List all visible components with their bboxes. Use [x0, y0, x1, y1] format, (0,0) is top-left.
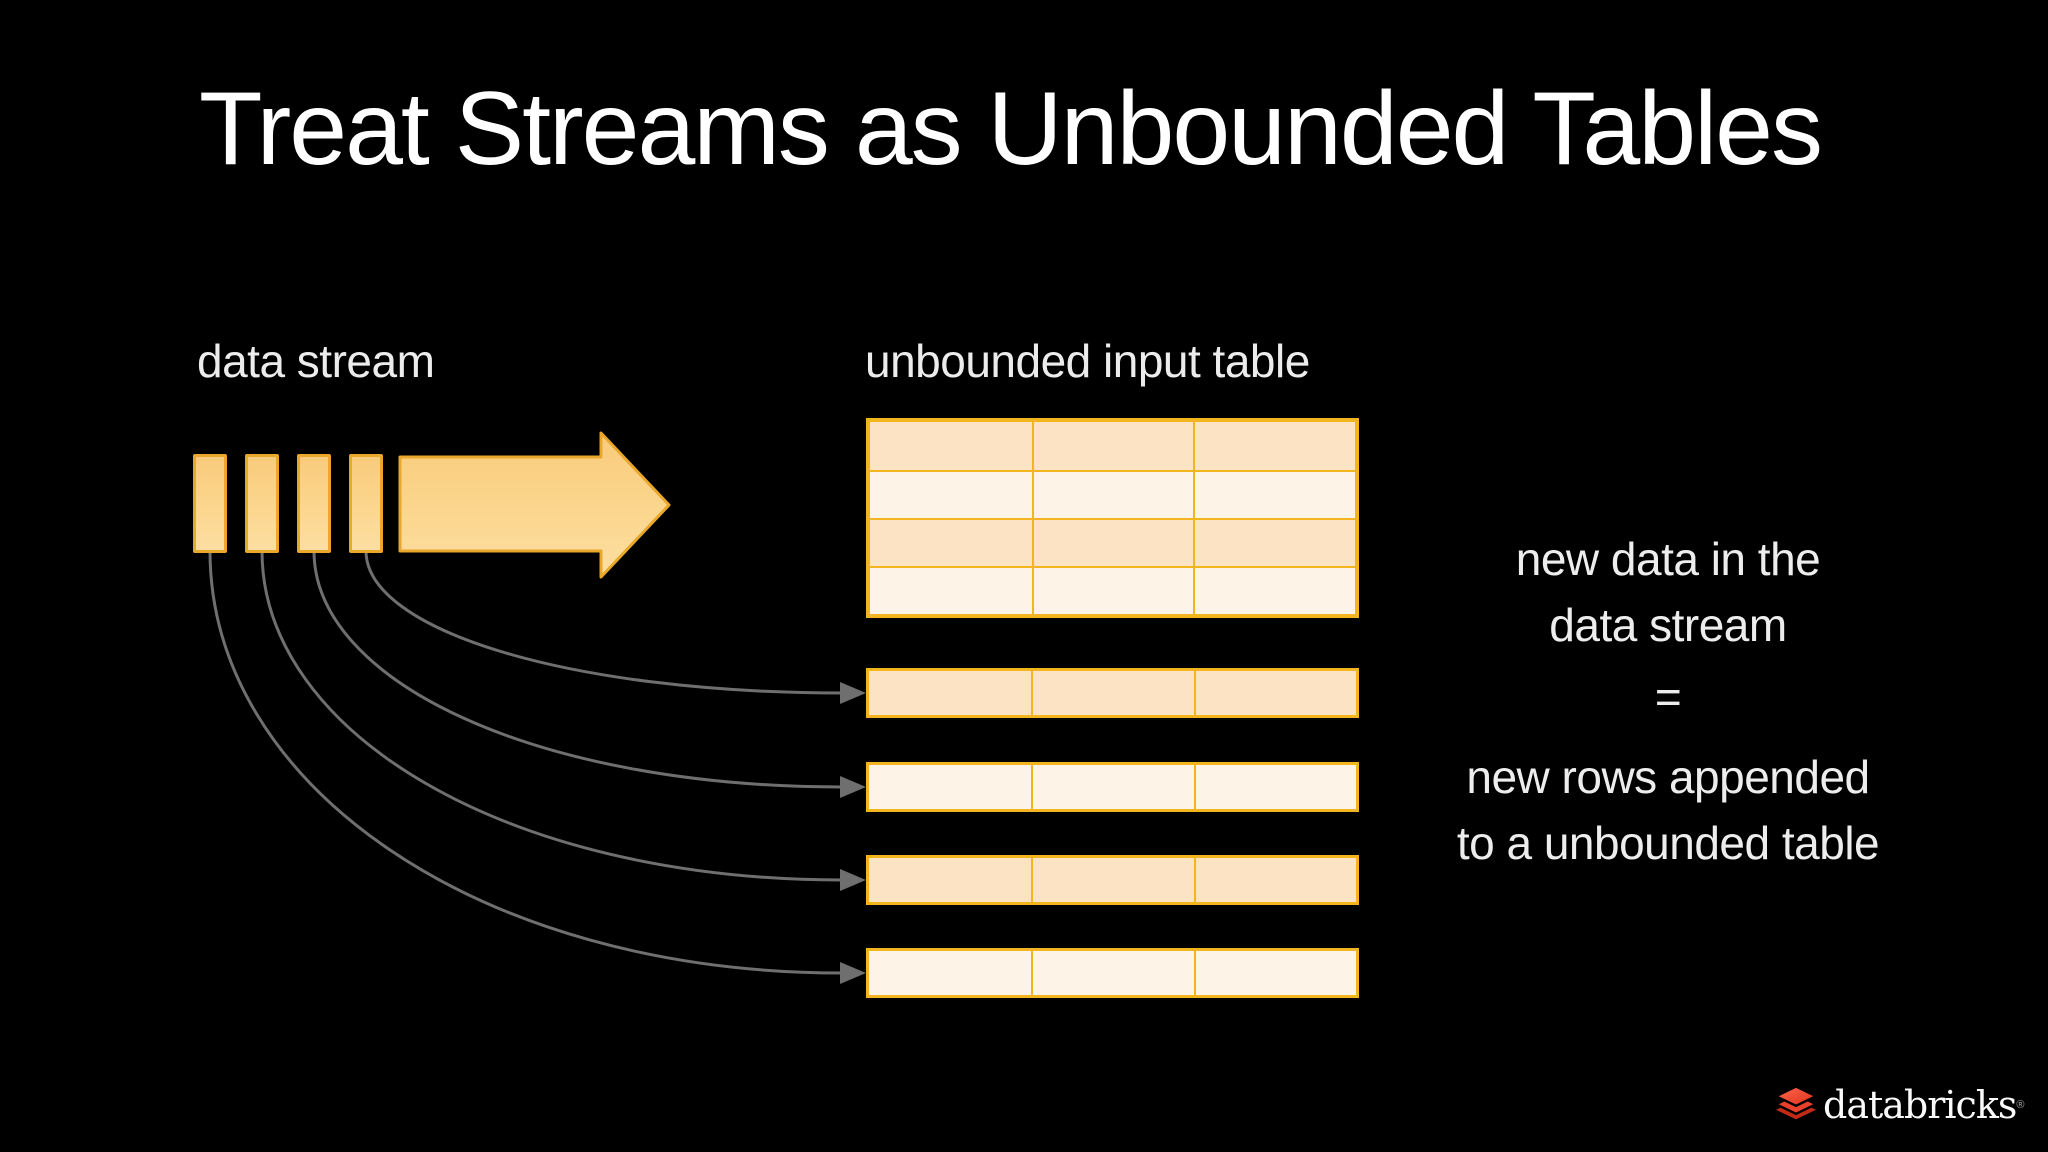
table-cell [870, 472, 1032, 518]
table-cell [1193, 951, 1356, 995]
appended-row [866, 855, 1359, 905]
appended-row [866, 762, 1359, 812]
table-cell [869, 765, 1032, 809]
table-cell [1031, 765, 1194, 809]
table-cell [1031, 951, 1194, 995]
table-row [870, 422, 1355, 470]
table-cell [869, 858, 1032, 902]
input-table [866, 418, 1359, 618]
table-cell [1031, 671, 1194, 715]
table-row [870, 566, 1355, 614]
connector-arrowhead [840, 869, 866, 891]
table-cell [1193, 765, 1356, 809]
databricks-logo: databricks® [1776, 1084, 2024, 1126]
annotation-line: to a unbounded table [1456, 817, 1880, 869]
table-cell [870, 422, 1032, 470]
connector-arrowhead [840, 776, 866, 798]
appended-row [866, 948, 1359, 998]
table-cell [1193, 671, 1356, 715]
stream-block [349, 454, 383, 553]
table-cell [1193, 472, 1355, 518]
data-stream-label: data stream [197, 335, 435, 387]
stream-block [297, 454, 331, 553]
table-cell [1193, 858, 1356, 902]
table-cell [1193, 422, 1355, 470]
annotation-line: new data in the [1515, 533, 1821, 585]
trademark-symbol: ® [2016, 1099, 2025, 1111]
table-row [870, 518, 1355, 566]
table-cell [1031, 422, 1194, 470]
connector-arrowhead [840, 682, 866, 704]
connector-lines [208, 550, 843, 975]
equals-sign: = [1654, 671, 1682, 723]
table-cell [870, 568, 1032, 614]
slide-title: Treat Streams as Unbounded Tables [198, 71, 1823, 187]
annotation-line: new rows appended [1466, 751, 1870, 803]
table-cell [1031, 472, 1194, 518]
table-cell [870, 520, 1032, 566]
connector-line [364, 550, 843, 695]
appended-row [866, 668, 1359, 718]
table-cell [869, 671, 1032, 715]
stream-arrow [398, 431, 671, 579]
table-cell [1193, 520, 1355, 566]
databricks-wordmark: databricks [1823, 1083, 2017, 1127]
table-cell [1031, 568, 1194, 614]
stream-block [245, 454, 279, 553]
annotation-line: data stream [1549, 599, 1787, 651]
table-cell [1193, 568, 1355, 614]
databricks-bricks-icon [1776, 1086, 1816, 1120]
table-cell [1031, 520, 1194, 566]
connector-line [260, 550, 843, 882]
connector-line [208, 550, 843, 975]
table-cell [869, 951, 1032, 995]
connector-arrowhead [840, 962, 866, 984]
annotation-block: new data in the data stream = new rows a… [1408, 526, 1928, 876]
unbounded-input-table-label: unbounded input table [865, 335, 1310, 387]
connector-line [312, 550, 843, 789]
table-row [870, 470, 1355, 518]
stream-block [193, 454, 227, 553]
connector-arrowheads [840, 682, 866, 984]
table-cell [1031, 858, 1194, 902]
